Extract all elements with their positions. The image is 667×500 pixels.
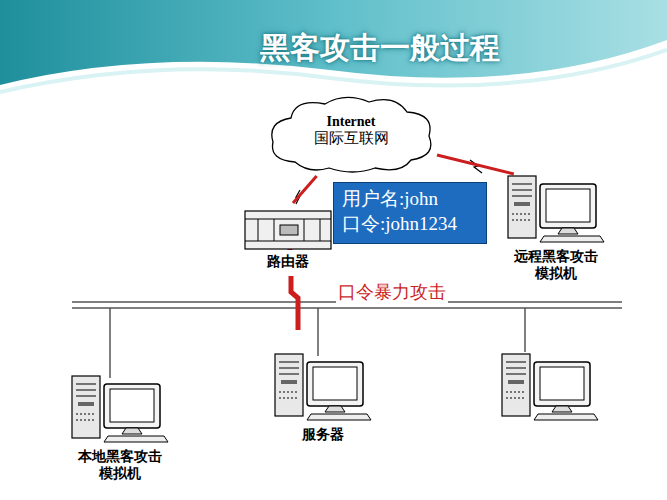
cloud-text: 国际互联网 — [265, 130, 437, 147]
credential-text: 口令:john1234 — [342, 212, 478, 237]
local-computer: 本地黑客攻击 模拟机 — [58, 374, 182, 500]
computer-icon — [506, 174, 606, 246]
server-computer: 服务器 — [268, 352, 378, 479]
device-label: 远程黑客攻击 模拟机 — [510, 248, 602, 282]
network-link — [437, 155, 514, 174]
computer-icon — [70, 374, 170, 446]
credential-box: 用户名:john口令:john1234 — [333, 182, 487, 244]
cloud-shape: Internet国际互联网 — [265, 92, 437, 176]
bus-drop — [524, 308, 526, 352]
header-band — [0, 0, 667, 85]
network-link — [293, 176, 317, 203]
device-label: 服务器 — [277, 426, 369, 443]
network-bus — [72, 307, 622, 309]
slide-title: 黑客攻击一般过程 — [180, 28, 580, 69]
device-label: 本地黑客攻击 模拟机 — [74, 448, 166, 482]
cloud-text: Internet — [265, 114, 437, 130]
attack-label: 口令暴力攻击 — [336, 280, 448, 304]
bus-drop — [109, 308, 111, 378]
computer-icon — [273, 352, 373, 424]
remote-computer: 远程黑客攻击 模拟机 — [494, 174, 618, 402]
bus-drop — [317, 308, 319, 356]
router-icon — [244, 207, 334, 253]
credential-text: 用户名:john — [342, 187, 478, 212]
router-device: 路由器 — [238, 203, 338, 306]
computer-icon — [502, 354, 598, 420]
device-label: 路由器 — [242, 253, 334, 270]
attack-path — [291, 276, 298, 330]
